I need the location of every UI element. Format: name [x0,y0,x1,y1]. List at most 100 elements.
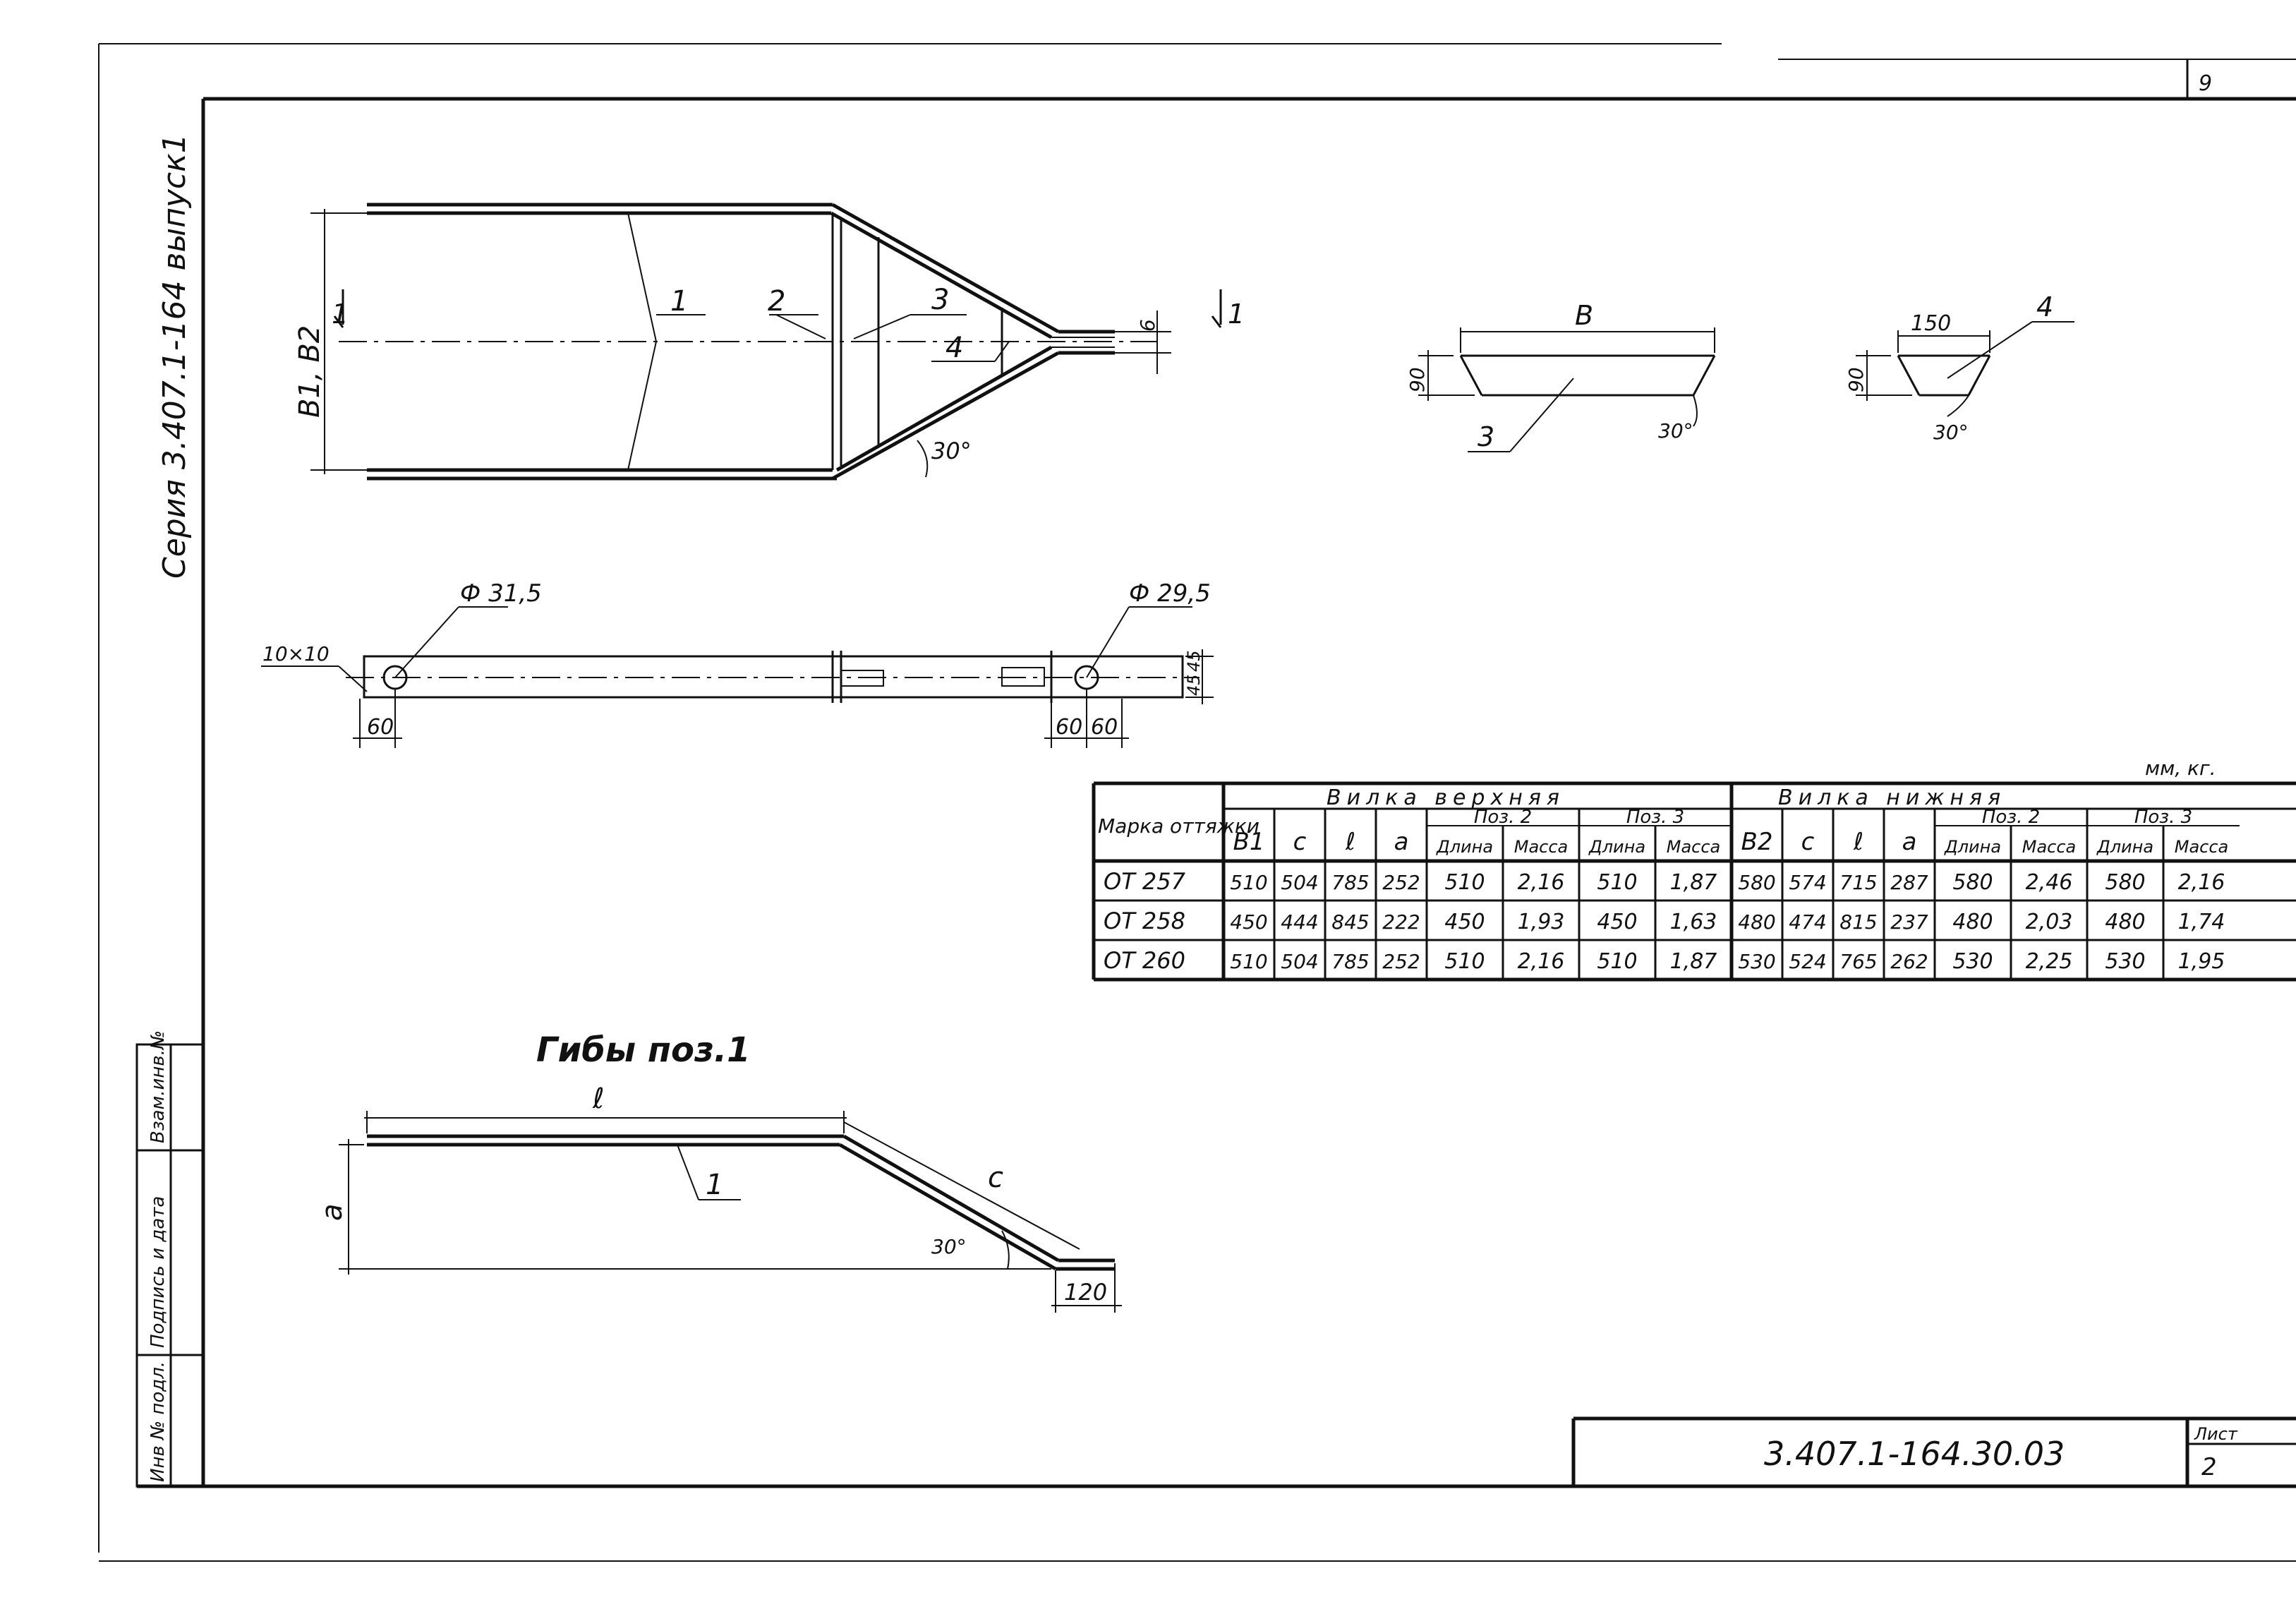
cell-2-11: 262 [1890,950,1928,973]
cell-2-15: 1,95 [2178,949,2225,974]
cell-2-1: 504 [1281,950,1318,973]
mass-a-lower: Масса [2022,837,2077,857]
callout-4: 4 [945,332,963,364]
cell-1-9: 474 [1789,910,1826,934]
plan-dim-width: B1, B2 [294,325,326,418]
plan-angle: 30° [931,438,972,464]
sheet-border [98,43,2296,1562]
hole-right-dia: Ф 29,5 [1129,579,1211,608]
cell-2-0: 510 [1230,950,1267,973]
cell-2-4: 510 [1444,949,1485,974]
col-lower-3: a [1902,828,1917,856]
cell-0-14: 580 [2105,870,2145,895]
section-mark-left: 1 [332,299,349,330]
cell-1-7: 1,63 [1670,910,1717,934]
cell-1-4: 450 [1444,910,1485,934]
callout-2: 2 [768,285,785,318]
bends-dim-c: c [988,1162,1003,1194]
stamp-inv-label: Инв № подл. [147,1361,169,1482]
cell-2-6: 510 [1597,949,1637,974]
cell-1-10: 815 [1839,910,1877,934]
part4-dim-top: 150 [1911,311,1951,336]
col-lower-1: c [1801,828,1815,856]
cell-2-3: 252 [1382,950,1420,973]
left-stamp [135,1043,205,1488]
cell-1-0: 450 [1230,910,1267,934]
pos2-lower: Поз. 2 [1982,807,2040,828]
side-dim-right-a: 60 [1056,715,1082,740]
cell-2-14: 530 [2105,949,2145,974]
table-header-mark-full: Марка оттяжки [1098,814,1259,838]
section-mark-right: 1 [1228,299,1245,330]
side-dim-right-b: 60 [1091,715,1118,740]
pos3-upper: Поз. 3 [1626,807,1684,828]
mass-b-lower: Масса [2175,837,2229,857]
col-lower-0: B2 [1741,828,1773,856]
col-upper-0: B1 [1233,828,1265,856]
cell-1-13: 2,03 [2026,910,2073,934]
part-3-detail [1418,327,1716,452]
cell-0-15: 2,16 [2178,870,2225,895]
cell-1-8: 480 [1738,910,1775,934]
spec-table-grid [1092,781,2296,982]
cell-1-3: 222 [1382,910,1420,934]
plan-thickness: 6 [1136,319,1159,332]
cell-0-1: 504 [1281,871,1318,894]
drawing-code: 3.407.1-164.30.03 [1764,1435,2065,1473]
cell-2-7: 1,87 [1670,949,1717,974]
cell-2-12: 530 [1952,949,1993,974]
part4-angle: 30° [1933,421,1969,444]
part4-dim-height: 90 [1844,367,1868,392]
stamp-replace-label: Взам.инв.№ [147,1030,169,1143]
row-mark-2: ОТ 260 [1104,947,1185,974]
part3-dim-height: 90 [1406,367,1429,392]
cell-1-2: 845 [1331,910,1369,934]
cell-0-0: 510 [1230,871,1267,894]
pos3-lower: Поз. 3 [2134,807,2192,828]
len-a-upper: Длина [1436,837,1493,857]
part-4-detail [1856,321,2074,417]
cell-0-4: 510 [1444,870,1485,895]
units-label: мм, кг. [2145,757,2216,780]
cell-0-5: 2,16 [1518,870,1565,895]
plan-view [310,203,1222,481]
cell-1-6: 450 [1597,910,1637,934]
row-mark-1: ОТ 258 [1104,908,1185,934]
cell-2-9: 524 [1789,950,1826,973]
cell-0-9: 574 [1789,871,1826,894]
stamp-sign-label: Подпись и дата [147,1196,169,1348]
cell-1-14: 480 [2105,910,2145,934]
sheet-corner-number: 9 [2199,71,2212,96]
part3-callout: 3 [1478,421,1494,452]
cell-2-2: 785 [1331,950,1369,973]
cell-0-7: 1,87 [1670,870,1717,895]
len-b-lower: Длина [2096,837,2153,857]
cell-2-8: 530 [1738,950,1775,973]
bends-dim-a: a [316,1203,349,1221]
bends-callout: 1 [706,1169,723,1201]
side-dim-left: 60 [367,715,394,740]
side-dim-height: 45 [1184,674,1204,696]
col-upper-1: c [1293,828,1307,856]
cell-1-11: 237 [1890,910,1928,934]
part3-angle: 30° [1658,419,1693,442]
mass-b-upper: Масса [1667,837,1721,857]
bends-dim-l: ℓ [592,1083,605,1115]
hole-left-dia: Ф 31,5 [460,579,542,608]
mass-a-upper: Масса [1514,837,1569,857]
bends-angle: 30° [931,1235,967,1258]
cell-2-13: 2,25 [2026,949,2073,974]
cell-0-11: 287 [1890,871,1928,894]
bends-title: Гибы поз.1 [536,1030,751,1070]
side-dim-height-b: 45 [1184,650,1204,672]
col-upper-2: ℓ [1345,828,1355,856]
sheet-label: Лист [2194,1424,2238,1444]
part3-dim-top: B [1575,300,1593,331]
sheet-number: 2 [2201,1453,2217,1481]
cell-1-12: 480 [1952,910,1993,934]
cell-0-6: 510 [1597,870,1637,895]
cell-1-1: 444 [1281,910,1318,934]
cell-2-5: 2,16 [1518,949,1565,974]
spec-table-text: Марка оттяжки Вилка верхняя Вилка нижняя… [1098,785,2228,974]
